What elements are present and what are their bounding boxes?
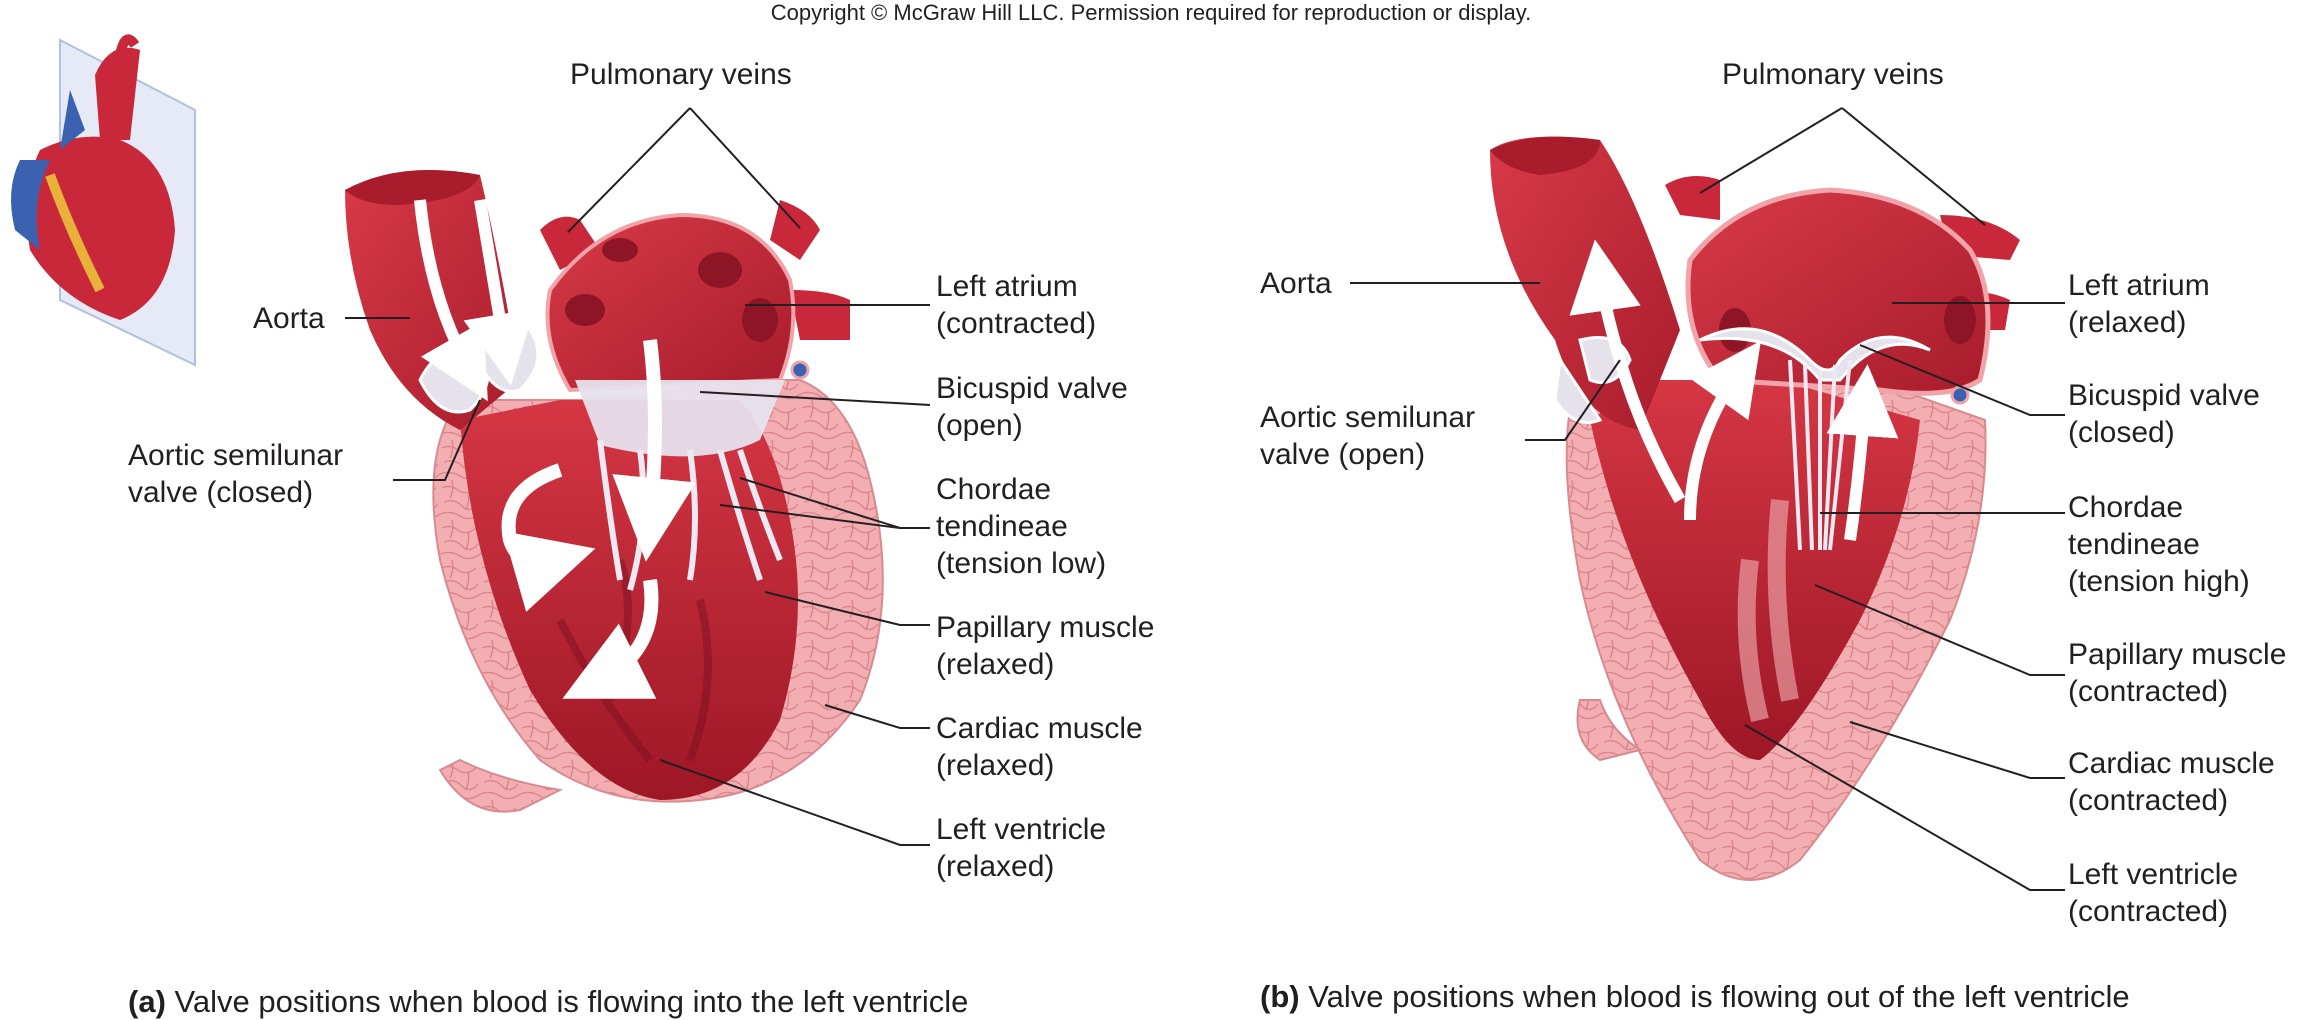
- caption-b-prefix: (b): [1260, 979, 1300, 1014]
- locator-heart-icon: [11, 34, 196, 367]
- label-a-bicuspid-valve-line1: Bicuspid valve: [936, 372, 1128, 405]
- label-b-bicuspid-valve-line2: (closed): [2068, 416, 2175, 449]
- label-b-chordae-line2: tendineae: [2068, 528, 2200, 561]
- label-b-left-ventricle: Left ventricle (contracted): [2068, 856, 2238, 930]
- caption-a: (a) Valve positions when blood is flowin…: [128, 984, 968, 1020]
- label-a-chordae-line2: tendineae: [936, 510, 1068, 543]
- heart-a-illustration: [345, 170, 884, 813]
- label-b-left-atrium-line1: Left atrium: [2068, 269, 2210, 302]
- label-a-bicuspid-valve: Bicuspid valve (open): [936, 370, 1128, 444]
- label-a-left-atrium-line1: Left atrium: [936, 270, 1078, 303]
- label-b-papillary-line1: Papillary muscle: [2068, 638, 2287, 671]
- label-b-papillary-line2: (contracted): [2068, 675, 2229, 708]
- label-b-cardiac-muscle: Cardiac muscle (contracted): [2068, 745, 2275, 819]
- label-a-bicuspid-valve-line2: (open): [936, 409, 1023, 442]
- label-b-bicuspid-valve-line1: Bicuspid valve: [2068, 379, 2260, 412]
- label-b-papillary: Papillary muscle (contracted): [2068, 636, 2286, 710]
- label-b-left-atrium-line2: (relaxed): [2068, 306, 2187, 339]
- label-a-pulmonary-veins: Pulmonary veins: [570, 58, 792, 91]
- heart-b-illustration: [1490, 136, 2020, 881]
- label-a-papillary-line1: Papillary muscle: [936, 611, 1155, 644]
- label-a-aortic-valve-line1: Aortic semilunar: [128, 439, 344, 472]
- label-a-left-ventricle: Left ventricle (relaxed): [936, 811, 1106, 885]
- label-a-left-atrium: Left atrium (contracted): [936, 268, 1096, 342]
- label-a-papillary-line2: (relaxed): [936, 648, 1055, 681]
- label-b-left-ventricle-line2: (contracted): [2068, 895, 2229, 928]
- label-a-papillary: Papillary muscle (relaxed): [936, 609, 1154, 683]
- label-a-aorta: Aorta: [253, 302, 325, 335]
- label-a-chordae-line3: (tension low): [936, 547, 1107, 580]
- label-a-chordae-line1: Chordae: [936, 473, 1052, 506]
- label-b-aortic-valve: Aortic semilunar valve (open): [1260, 399, 1475, 473]
- copyright-notice: Copyright © McGraw Hill LLC. Permission …: [770, 0, 1532, 25]
- label-a-cardiac-muscle: Cardiac muscle (relaxed): [936, 710, 1143, 784]
- caption-a-prefix: (a): [128, 984, 166, 1019]
- label-b-cardiac-muscle-line1: Cardiac muscle: [2068, 747, 2275, 780]
- label-b-chordae: Chordae tendineae (tension high): [2068, 489, 2250, 600]
- caption-b-text: Valve positions when blood is flowing ou…: [1308, 979, 2130, 1014]
- label-a-aortic-valve: Aortic semilunar valve (closed): [128, 437, 343, 511]
- label-b-chordae-line3: (tension high): [2068, 565, 2250, 598]
- label-a-left-ventricle-line2: (relaxed): [936, 850, 1055, 883]
- label-b-aortic-valve-line1: Aortic semilunar: [1260, 401, 1476, 434]
- label-b-pulmonary-veins: Pulmonary veins: [1722, 58, 1944, 91]
- label-b-bicuspid-valve: Bicuspid valve (closed): [2068, 377, 2260, 451]
- label-b-left-atrium: Left atrium (relaxed): [2068, 267, 2210, 341]
- label-b-aorta: Aorta: [1260, 267, 1332, 300]
- label-a-chordae: Chordae tendineae (tension low): [936, 471, 1106, 582]
- label-a-left-ventricle-line1: Left ventricle: [936, 813, 1107, 846]
- label-b-cardiac-muscle-line2: (contracted): [2068, 784, 2229, 817]
- caption-a-text: Valve positions when blood is flowing in…: [174, 984, 969, 1019]
- label-a-aortic-valve-line2: valve (closed): [128, 476, 314, 509]
- label-a-cardiac-muscle-line1: Cardiac muscle: [936, 712, 1143, 745]
- leader-lines: [345, 107, 2065, 891]
- label-a-cardiac-muscle-line2: (relaxed): [936, 749, 1055, 782]
- label-b-left-ventricle-line1: Left ventricle: [2068, 858, 2239, 891]
- label-b-aortic-valve-line2: valve (open): [1260, 438, 1426, 471]
- caption-b: (b) Valve positions when blood is flowin…: [1260, 979, 2130, 1015]
- label-b-chordae-line1: Chordae: [2068, 491, 2184, 524]
- label-a-left-atrium-line2: (contracted): [936, 307, 1097, 340]
